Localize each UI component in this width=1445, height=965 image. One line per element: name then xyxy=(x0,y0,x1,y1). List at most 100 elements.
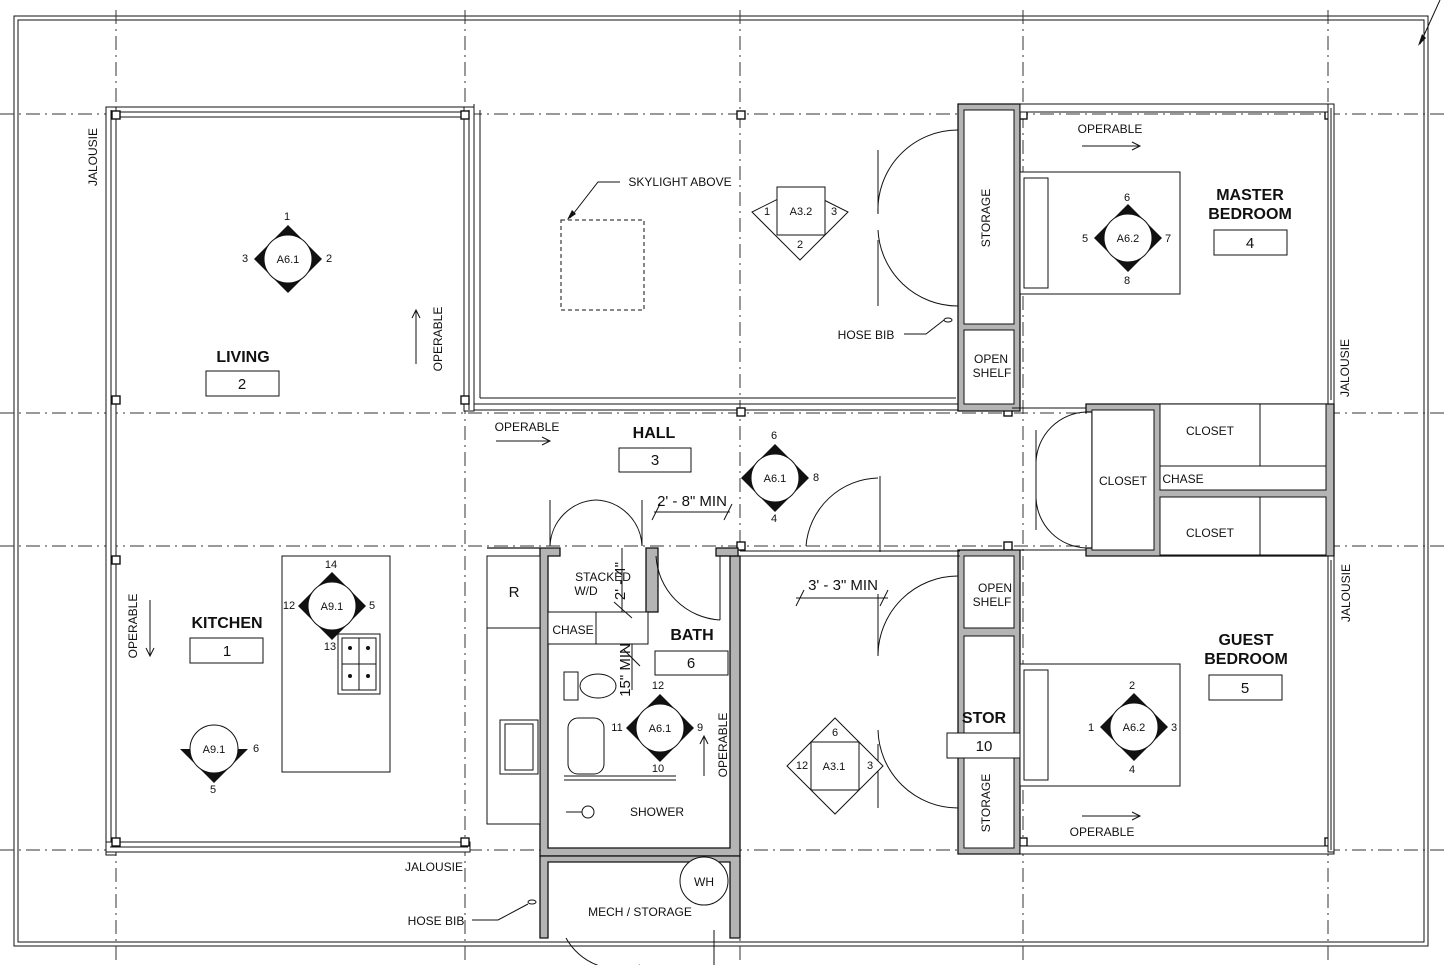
room-name-master-line1: MASTER xyxy=(1216,187,1284,204)
labels: LIVING 2 HALL 3 KITCHEN 1 BATH 6 MASTER … xyxy=(86,122,1353,928)
operable-label-bath: OPERABLE xyxy=(716,713,730,778)
elevation-num-hall-s: 4 xyxy=(771,513,777,525)
shower-label: SHOWER xyxy=(630,805,684,819)
elevation-num-hall-n: 6 xyxy=(771,430,777,442)
section-ref-a31: A3.1 xyxy=(823,761,846,773)
jalousie-label-left: JALOUSIE xyxy=(86,128,100,186)
operable-label-hall: OPERABLE xyxy=(495,420,560,434)
dimension-label-3: 2' - 4" xyxy=(612,562,629,600)
room-name-guest-line2: BEDROOM xyxy=(1204,651,1288,668)
room-number-living: 2 xyxy=(238,376,246,393)
elevation-num-bath-s: 10 xyxy=(652,763,664,775)
elevation-marker-kitchen xyxy=(180,724,248,783)
section-marker-a31 xyxy=(786,717,884,815)
elevation-num-island-e: 5 xyxy=(369,600,375,612)
hose-bib-leaders xyxy=(472,317,953,921)
operable-label-living: OPERABLE xyxy=(431,307,445,372)
guest-bedroom-walls xyxy=(957,549,1335,855)
elevation-num-living-w: 3 xyxy=(242,253,248,265)
operable-label-master: OPERABLE xyxy=(1078,122,1143,136)
door-swings xyxy=(549,129,1087,965)
room-number-stor: 10 xyxy=(976,738,993,755)
water-heater-label: WH xyxy=(694,875,714,889)
operable-label-kitchen: OPERABLE xyxy=(126,594,140,659)
dimension-label-1: 2' - 8" MIN xyxy=(657,493,727,510)
elevation-ref-living: A6.1 xyxy=(277,254,300,266)
hose-bib-label-2: HOSE BIB xyxy=(408,914,465,928)
open-shelf-label-2-line1: OPEN xyxy=(978,581,1012,595)
closet-walls xyxy=(1085,403,1335,557)
elevation-marker-living xyxy=(254,225,322,293)
dimension-label-4: 15" MIN xyxy=(617,643,634,697)
elevation-num-living-n: 1 xyxy=(284,211,290,223)
room-name-living: LIVING xyxy=(216,349,269,366)
elevation-num-guest-s: 4 xyxy=(1129,764,1135,776)
jalousie-label-bottom: JALOUSIE xyxy=(405,860,463,874)
elevation-marker-hall xyxy=(741,444,809,512)
room-name-master-line2: BEDROOM xyxy=(1208,206,1292,223)
elevation-num-island-w: 12 xyxy=(283,600,295,612)
operable-arrows xyxy=(145,141,1142,821)
elevation-num-guest-w: 1 xyxy=(1088,722,1094,734)
jalousie-label-right-bottom: JALOUSIE xyxy=(1339,564,1353,622)
elevation-num-master-n: 6 xyxy=(1124,192,1130,204)
elevation-num-bath-n: 12 xyxy=(652,680,664,692)
elevation-ref-kitchen: A9.1 xyxy=(203,744,226,756)
elevation-ref-hall: A6.1 xyxy=(764,473,787,485)
stacked-label-line1: STACKED xyxy=(575,570,631,584)
dimension-marks xyxy=(613,503,889,690)
elevation-num-island-n: 14 xyxy=(325,559,337,571)
mech-walls xyxy=(539,855,741,939)
elevation-num-kitchen-e: 6 xyxy=(253,743,259,755)
elevation-ref-guest: A6.2 xyxy=(1123,722,1146,734)
chase-label-bath: CHASE xyxy=(552,623,593,637)
elevation-marker-master xyxy=(1094,204,1162,272)
hall-walls xyxy=(740,407,1086,557)
fridge-label: R xyxy=(509,584,520,601)
elevation-num-master-e: 7 xyxy=(1165,233,1171,245)
sheet-border xyxy=(13,0,1441,947)
room-name-stor: STOR xyxy=(962,710,1007,727)
room-number-boxes xyxy=(189,229,1288,759)
closet-label-main: CLOSET xyxy=(1099,474,1148,488)
room-number-master: 4 xyxy=(1246,235,1254,252)
section-num-a32-e: 3 xyxy=(831,206,837,218)
living-kitchen-walls xyxy=(105,104,960,856)
elevation-ref-bath: A6.1 xyxy=(649,723,672,735)
room-name-bath: BATH xyxy=(670,627,713,644)
elevation-num-bath-e: 9 xyxy=(697,722,703,734)
section-ref-a32: A3.2 xyxy=(790,206,813,218)
dimension-label-2: 3' - 3" MIN xyxy=(808,577,878,594)
elevation-num-living-e: 2 xyxy=(326,253,332,265)
skylight xyxy=(560,181,645,311)
section-num-a31-e: 3 xyxy=(867,760,873,772)
open-shelf-label-2-line2: SHELF xyxy=(973,595,1012,609)
section-num-a31-w: 12 xyxy=(796,760,808,772)
closet-label-bottom: CLOSET xyxy=(1186,526,1235,540)
room-number-guest: 5 xyxy=(1241,680,1249,697)
room-name-hall: HALL xyxy=(633,425,676,442)
elevation-marker-bath xyxy=(626,694,694,762)
room-name-guest-line1: GUEST xyxy=(1218,632,1273,649)
section-num-a32-w: 1 xyxy=(764,206,770,218)
section-num-a31-n: 6 xyxy=(832,727,838,739)
mech-storage-label: MECH / STORAGE xyxy=(588,905,692,919)
room-number-kitchen: 1 xyxy=(223,643,231,660)
elevation-num-master-s: 8 xyxy=(1124,275,1130,287)
hose-bib-label-1: HOSE BIB xyxy=(838,328,895,342)
elevation-num-guest-e: 3 xyxy=(1171,722,1177,734)
bath-walls xyxy=(486,547,741,857)
storage-label-master: STORAGE xyxy=(979,189,993,247)
stacked-label-line2: W/D xyxy=(574,584,598,598)
operable-label-guest: OPERABLE xyxy=(1070,825,1135,839)
elevation-marker-guest xyxy=(1100,693,1168,761)
open-shelf-label-1-line1: OPEN xyxy=(974,352,1008,366)
storage-label-guest: STORAGE xyxy=(979,774,993,832)
elevation-num-bath-w: 11 xyxy=(611,722,622,734)
elevation-ref-island: A9.1 xyxy=(321,601,344,613)
elevation-num-kitchen-s: 5 xyxy=(210,784,216,796)
room-name-kitchen: KITCHEN xyxy=(191,615,262,632)
open-shelf-label-1-line2: SHELF xyxy=(973,366,1012,380)
section-num-a32-s: 2 xyxy=(797,239,803,251)
